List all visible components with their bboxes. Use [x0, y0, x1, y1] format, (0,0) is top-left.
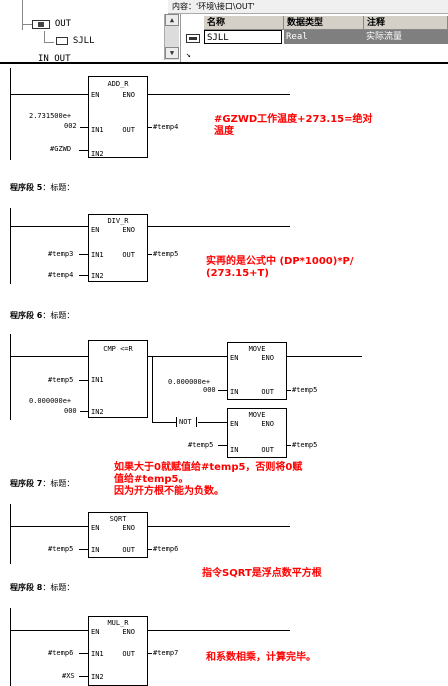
content-path: 内容：'环境\接口\OUT'	[172, 2, 255, 11]
power-rail	[10, 68, 11, 160]
row-symbol-icon	[186, 34, 200, 43]
annotation-mul: 和系数相乘，计算完毕。	[206, 652, 316, 663]
sqrt-in-var[interactable]: #temp5	[48, 545, 74, 553]
add-in2-var[interactable]: #GZWD	[50, 145, 72, 153]
tree-item-sjll-label: SJLL	[72, 36, 95, 46]
symbol-table: 名称 数据类型 注释 SJLL Real 实际流量	[204, 16, 448, 62]
div-r-block[interactable]: DIV_R EN ENO IN1 OUT IN2	[88, 214, 148, 282]
move-block-2[interactable]: MOVE EN ENO IN OUT	[227, 408, 287, 458]
move-block-1[interactable]: MOVE EN ENO IN OUT	[227, 342, 287, 400]
annotation-div: 实再的是公式中 (DP*1000)*P/ (273.15+T)	[206, 256, 354, 279]
cmp-in1-var[interactable]: #temp5	[48, 376, 74, 384]
tree-item-out[interactable]: OUT	[32, 19, 71, 31]
move1-out-var[interactable]: #temp5	[292, 386, 318, 394]
ladder-editor[interactable]: ADD_R EN ENO IN1 OUT IN2 2.731500e+ 002 …	[0, 62, 448, 686]
network-5-header: 程序段 5：标题：	[10, 183, 75, 192]
annotation-add: #GZWD工作温度+273.15=绝对 温度	[214, 114, 373, 137]
add-r-block[interactable]: ADD_R EN ENO IN1 OUT IN2	[88, 76, 148, 158]
div-out-var[interactable]: #temp5	[153, 250, 179, 258]
column-header-name[interactable]: 名称	[204, 16, 284, 30]
add-in1-value[interactable]: 2.731500e+	[29, 112, 72, 120]
annotation-sqrt: 指令SQRT是浮点数平方根	[202, 568, 322, 579]
mul-in2-var[interactable]: #XS	[62, 672, 75, 680]
cell-name[interactable]: SJLL	[204, 30, 282, 44]
block-title: ADD_R	[107, 80, 129, 88]
mul-r-block[interactable]: MUL_R EN ENO IN1 OUT IN2	[88, 616, 148, 686]
cell-type[interactable]: Real	[284, 30, 364, 44]
cmp-in2-value[interactable]: 0.000000e+	[29, 397, 72, 405]
interface-tree: OUT SJLL IN_OUT ▲ ▼	[0, 0, 181, 62]
move2-out-var[interactable]: #temp5	[292, 441, 318, 449]
content-path-bar: 内容：'环境\接口\OUT'	[168, 0, 448, 14]
mul-in1-var[interactable]: #temp6	[48, 649, 74, 657]
tree-scrollbar[interactable]: ▲ ▼	[164, 14, 179, 60]
variable-icon	[56, 37, 68, 45]
column-header-type[interactable]: 数据类型	[284, 16, 364, 30]
div-in1-var[interactable]: #temp3	[48, 250, 74, 258]
add-out-var[interactable]: #temp4	[153, 123, 179, 131]
move1-in-value[interactable]: 0.000000e+	[168, 378, 211, 386]
cmp-block[interactable]: CMP <=R IN1 IN2	[88, 340, 148, 418]
network-8-header: 程序段 8：标题：	[10, 583, 75, 592]
tree-item-in-out[interactable]: IN_OUT	[38, 54, 71, 62]
cell-comment[interactable]: 实际流量	[364, 30, 448, 44]
not-contact[interactable]: NOT	[176, 417, 198, 427]
network-7-header: 程序段 7：标题：	[10, 479, 75, 488]
column-header-comment[interactable]: 注释	[364, 16, 448, 30]
move2-in-var[interactable]: #temp5	[188, 441, 214, 449]
tree-item-sjll[interactable]: SJLL	[56, 36, 95, 48]
sqrt-out-var[interactable]: #temp6	[153, 545, 179, 553]
top-area: OUT SJLL IN_OUT ▲ ▼ 内容：'环境\接口\OUT' ↘ 名称 …	[0, 0, 448, 62]
annotation-cmp: 如果大于0就赋值给#temp5，否则将0赋 值给#temp5。 因为开方根不能为…	[114, 462, 303, 497]
folder-out-icon	[32, 19, 50, 29]
scroll-down-icon[interactable]: ▼	[165, 47, 179, 59]
row-marker: ↘	[186, 50, 191, 59]
tree-item-out-label: OUT	[54, 19, 72, 29]
sqrt-block[interactable]: SQRT EN ENO IN OUT	[88, 512, 148, 558]
div-in2-var[interactable]: #temp4	[48, 271, 74, 279]
network-6-header: 程序段 6：标题：	[10, 311, 75, 320]
mul-out-var[interactable]: #temp7	[153, 649, 179, 657]
scroll-up-icon[interactable]: ▲	[165, 14, 179, 26]
